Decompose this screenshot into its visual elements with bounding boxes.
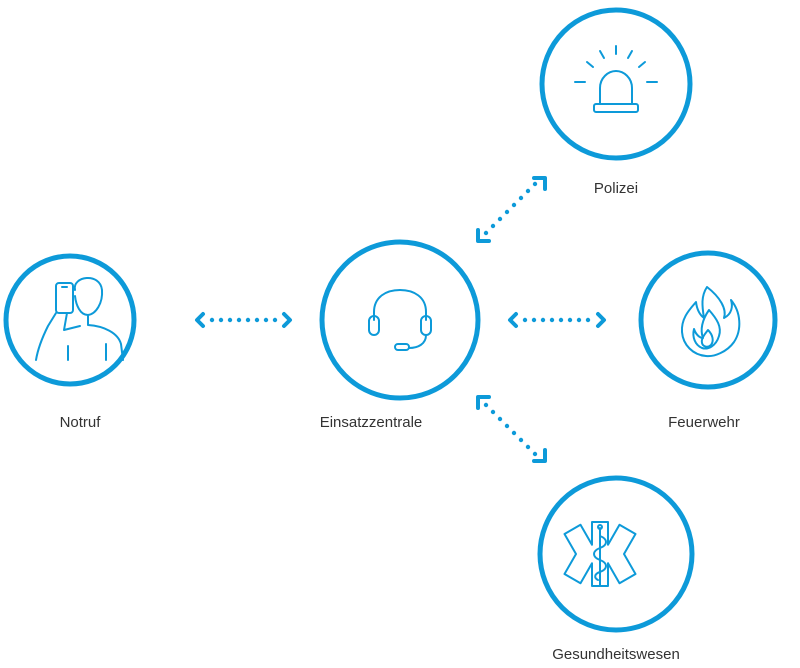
- headset-icon: [368, 289, 432, 351]
- gesundheitswesen-label: Gesundheitswesen: [552, 646, 680, 663]
- einsatzzentrale-node-circle: [319, 239, 481, 401]
- connector-notruf-einsatzzentrale: [195, 312, 292, 328]
- arrowhead-right: [282, 312, 292, 328]
- arrowhead-right: [596, 312, 606, 328]
- feuerwehr-node-circle: [638, 250, 778, 390]
- connector-einsatzzentrale-feuerwehr: [508, 312, 606, 328]
- notruf-node-circle: [3, 253, 137, 387]
- person-with-phone-icon: [35, 277, 124, 361]
- dotted-line: [522, 317, 591, 323]
- feuerwehr-label: Feuerwehr: [668, 414, 740, 431]
- dotted-line: [483, 181, 538, 236]
- siren-light-icon: [574, 45, 658, 113]
- arrowhead-left: [195, 312, 205, 328]
- connector-einsatzzentrale-gesundheitswesen: [476, 395, 547, 463]
- arrowhead-upper: [476, 395, 491, 410]
- star-of-life-icon: [563, 521, 637, 587]
- connector-einsatzzentrale-polizei: [476, 176, 547, 243]
- polizei-node-circle: [539, 7, 693, 161]
- flame-icon: [680, 286, 741, 358]
- arrowhead-lower: [532, 448, 547, 463]
- einsatzzentrale-label: Einsatzzentrale: [319, 414, 423, 431]
- dotted-line: [483, 402, 538, 457]
- notruf-label: Notruf: [59, 414, 101, 431]
- polizei-label: Polizei: [593, 180, 639, 197]
- arrowhead-upper: [532, 176, 547, 191]
- dotted-line: [209, 317, 278, 323]
- arrowhead-left: [508, 312, 518, 328]
- gesundheitswesen-node-circle: [537, 475, 695, 633]
- arrowhead-lower: [476, 228, 491, 243]
